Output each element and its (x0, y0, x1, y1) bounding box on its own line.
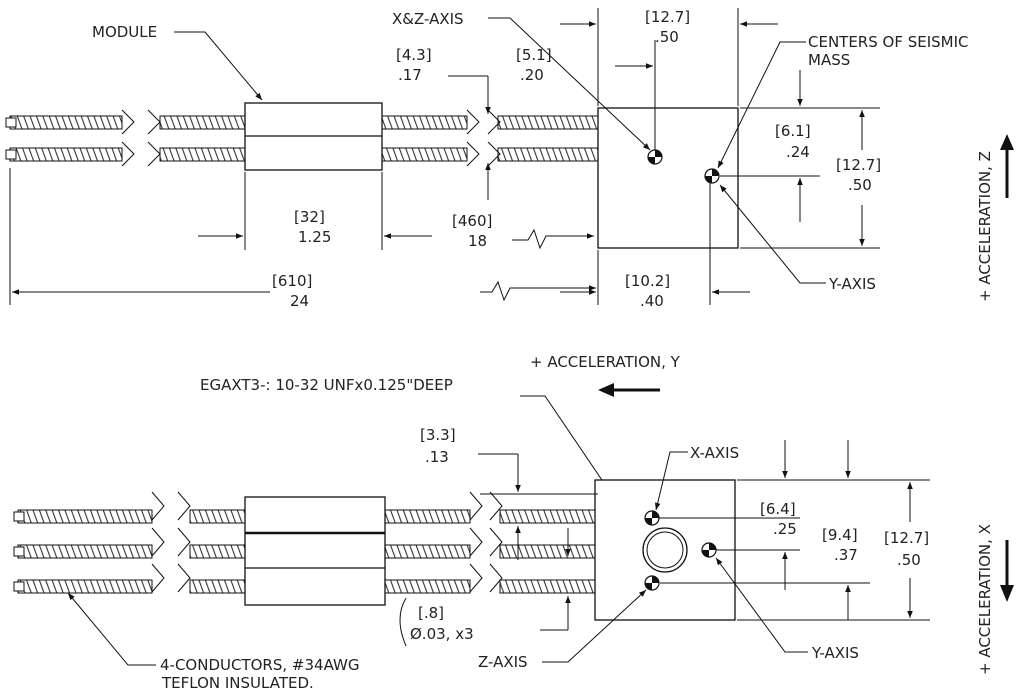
z-axis-label: Z-AXIS (478, 653, 528, 671)
module-label: MODULE (92, 23, 157, 41)
top-cables (5, 109, 599, 167)
dim-e-mm: [6.4] (760, 500, 796, 518)
dim-y-in: .40 (640, 292, 664, 310)
top-width-mm: [12.7] (645, 8, 690, 26)
dim-c-in: .24 (786, 143, 810, 161)
bottom-module (244, 496, 386, 606)
y-center-mark-bottom (701, 542, 717, 558)
thread-label: EGAXT3-: 10-32 UNFx0.125"DEEP (200, 376, 453, 394)
top-y-axis-label: Y-AXIS (828, 275, 876, 293)
x-center-mark (644, 510, 660, 526)
x-axis-label: X-AXIS (690, 444, 739, 462)
xz-center-mark (647, 149, 663, 165)
z-center-mark (644, 575, 660, 591)
dim-h-mm: [12.7] (836, 156, 881, 174)
dim-g-mm: [12.7] (884, 529, 929, 547)
accel-z-label: + ACCELERATION, Z (976, 151, 994, 302)
bottom-y-axis-label: Y-AXIS (811, 644, 859, 662)
conductors-line1: 4-CONDUCTORS, #34AWG (160, 656, 359, 674)
dim-y-mm: [10.2] (625, 272, 670, 290)
dim-a-mm: [4.3] (396, 46, 432, 64)
dim-f-in: .37 (834, 546, 858, 564)
accel-x-label: + ACCELERATION, X (976, 524, 994, 675)
dim-cable-in: 18 (468, 232, 487, 250)
dim-c-mm: [6.1] (775, 122, 811, 140)
dim-a-in: .17 (398, 66, 422, 84)
centers-label-line2: MASS (808, 51, 850, 69)
dim-d-in: .13 (425, 448, 449, 466)
conductors-line2: TEFLON INSULATED. (161, 674, 314, 692)
dim-b-in: .20 (520, 66, 544, 84)
xz-axis-label: X&Z-AXIS (392, 10, 464, 28)
y-center-mark (704, 168, 720, 184)
accel-y-label: + ACCELERATION, Y (530, 353, 681, 371)
dim-mod-mm: [32] (294, 208, 325, 226)
dim-h-in: .50 (848, 176, 872, 194)
dim-b-mm: [5.1] (516, 46, 552, 64)
bottom-view: X-AXIS Y-AXIS Z-AXIS [3.3] .13 [6.4] .25… (13, 426, 1014, 692)
mounting-hole (642, 527, 688, 573)
dim-total-in: 24 (290, 292, 309, 310)
dim-e-in: .25 (773, 520, 797, 538)
dim-d-mm: [3.3] (420, 426, 456, 444)
dim-g-in: .50 (897, 551, 921, 569)
dim-total-mm: [610] (272, 272, 312, 290)
centers-label-line1: CENTERS OF SEISMIC (808, 33, 969, 51)
dim-wire-mm: [.8] (418, 604, 444, 622)
dim-wire-in: Ø.03, x3 (410, 625, 474, 643)
dim-mod-in: 1.25 (298, 228, 331, 246)
dim-f-mm: [9.4] (822, 526, 858, 544)
top-width-in: .50 (655, 28, 679, 46)
dim-cable-mm: [460] (452, 212, 492, 230)
top-view: MODULE X&Z-AXIS CENTERS OF SEISMIC MASS … (5, 8, 1014, 310)
